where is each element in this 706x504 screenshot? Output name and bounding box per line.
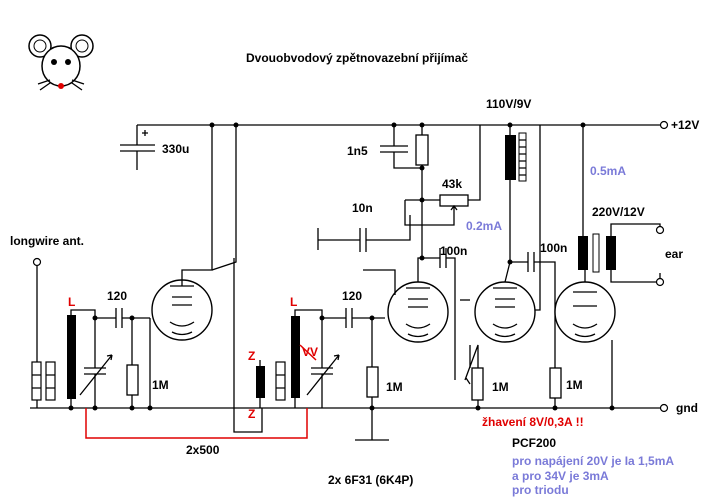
coil-l1-label: L <box>68 295 75 309</box>
ground-terminal <box>659 403 669 413</box>
cap-100n-a-label: 100n <box>440 244 467 258</box>
z-bottom-label: Z <box>248 407 255 421</box>
vv-label: VV <box>302 345 318 359</box>
antenna-label: longwire ant. <box>10 234 84 248</box>
cap-10n-label: 10n <box>352 201 373 215</box>
tube-1 <box>151 279 213 341</box>
coil-l2-label: L <box>290 295 297 309</box>
antenna-terminal <box>32 257 42 267</box>
res-1m-a-label: 1M <box>152 378 169 392</box>
tube-4 <box>554 281 616 343</box>
ear-terminal-bottom <box>655 277 665 287</box>
cap-100n-b-label: 100n <box>540 241 567 255</box>
current-05-label: 0.5mA <box>590 164 626 178</box>
transformer-110-label: 110V/9V <box>486 97 531 111</box>
tube-3 <box>474 281 536 343</box>
cap-120b-label: 120 <box>342 289 362 303</box>
pcf-label: PCF200 <box>512 436 556 450</box>
dual-cap-label: 2x500 <box>186 443 220 457</box>
z-top-label: Z <box>248 349 255 363</box>
dual-cap-link <box>85 408 308 439</box>
cap-120a-label: 120 <box>107 289 127 303</box>
cap-1n5-label: 1n5 <box>347 144 368 158</box>
note-2: a pro 34V je 3mA <box>512 469 609 483</box>
res-1m-c-label: 1M <box>492 380 509 394</box>
tubes-label: 2x 6F31 (6K4P) <box>328 473 413 487</box>
coil-l2 <box>291 316 300 398</box>
heating-label: žhavení 8V/0,3A !! <box>482 415 584 429</box>
res-1m-d-label: 1M <box>566 378 583 392</box>
ground-label: gnd <box>676 401 698 415</box>
tube-2 <box>387 281 449 343</box>
coil-l1 <box>67 315 76 399</box>
note-1: pro napájení 20V je Ia 1,5mA <box>512 454 674 468</box>
note-3: pro triodu <box>512 483 569 497</box>
cap-330u-label: 330u <box>162 142 189 156</box>
diagram-title: Dvouobvodový zpětnovazební přijímač <box>246 51 468 65</box>
supply-terminal <box>659 120 669 130</box>
ear-terminal-top <box>655 225 665 235</box>
res-1m-b-label: 1M <box>386 380 403 394</box>
ear-label: ear <box>665 247 683 261</box>
mouse-face-icon <box>28 34 94 91</box>
supply-label: +12V <box>671 118 699 132</box>
transformer-220-label: 220V/12V <box>592 205 645 219</box>
pot-43k-label: 43k <box>442 177 462 191</box>
choke-z <box>256 366 265 398</box>
current-02-label: 0.2mA <box>466 219 502 233</box>
